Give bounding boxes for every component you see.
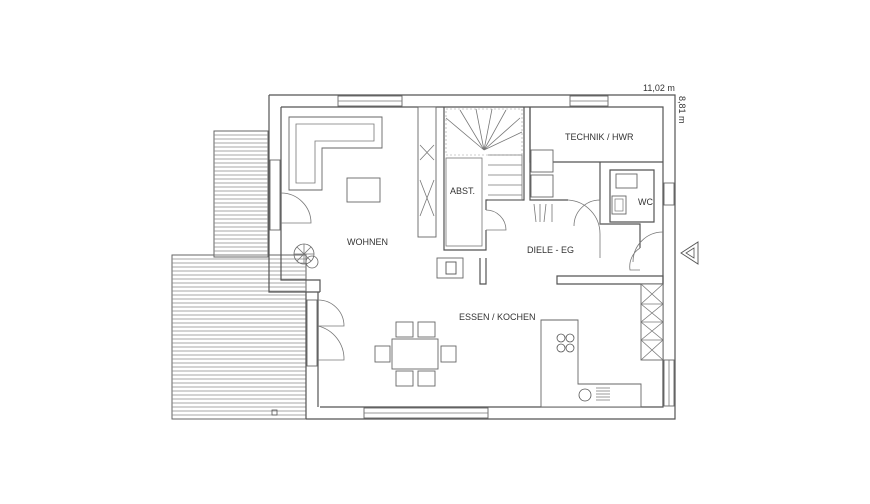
outer-walls [268, 94, 676, 420]
interior-walls [417, 106, 664, 285]
doors [280, 192, 664, 361]
room-label-abst: ABST. [450, 186, 475, 196]
kitchen-island [540, 319, 642, 408]
room-label-diele-eg: DIELE - EG [527, 245, 574, 255]
kitchen-tall-cabinets [640, 283, 664, 361]
entrance-arrow-icon [680, 241, 699, 265]
room-label-technik-hwr: TECHNIK / HWR [565, 132, 634, 142]
dimension-depth: 8,81 m [677, 96, 687, 124]
plant-icon [293, 243, 319, 269]
room-label-wc: WC [638, 197, 653, 207]
staircase [445, 108, 523, 247]
toilet-icon [611, 173, 638, 215]
coffee-table [346, 177, 381, 203]
sofa [288, 116, 383, 191]
room-label-wohnen: WOHNEN [347, 237, 388, 247]
dining-table [374, 321, 457, 387]
room-label-essen-kochen: ESSEN / KOCHEN [459, 312, 536, 322]
terrace-deck [171, 130, 307, 420]
technik-units [530, 149, 554, 223]
dimension-width: 11,02 m [643, 83, 675, 93]
stove-icon [436, 257, 464, 279]
